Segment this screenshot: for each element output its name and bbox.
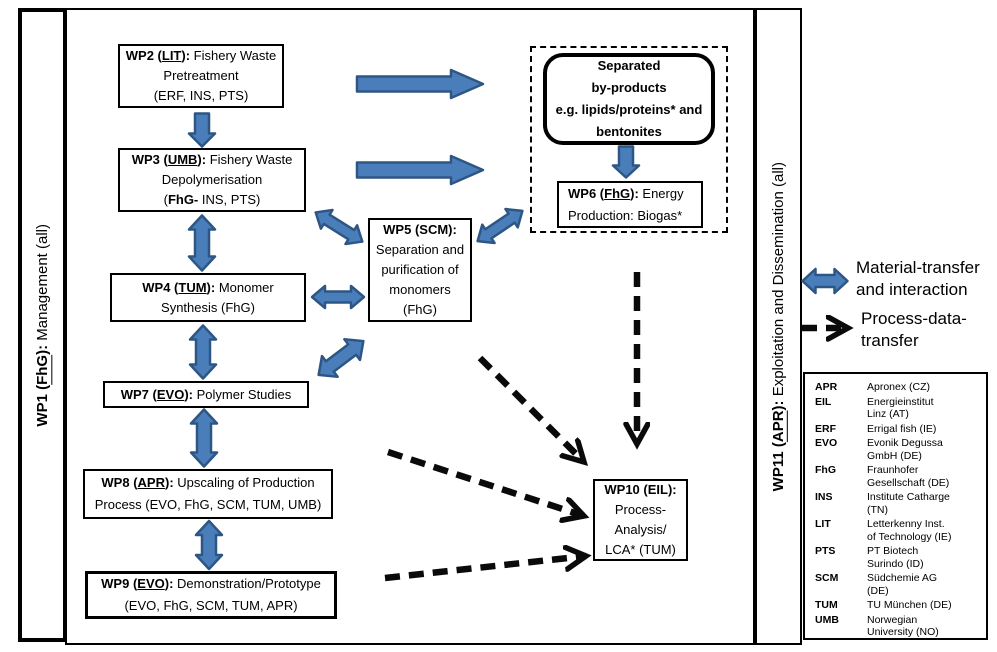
byproducts-line1: Separated	[597, 58, 661, 73]
wp3-line3: (FhG- INS, PTS)	[163, 192, 261, 207]
wp5-line5: (FhG)	[403, 302, 437, 317]
wp5-line2: Separation and	[375, 242, 465, 257]
wp10-title: WP10 (EIL):	[604, 482, 677, 497]
legend-material-label: Material-transfer and interaction	[856, 258, 980, 299]
wp8-line2: Process (EVO, FhG, SCM, TUM, UMB)	[94, 497, 322, 512]
wp6-line2: Production: Biogas*	[568, 207, 683, 223]
box-wp2: WP2 (LIT): Fishery Waste Pretreatment (E…	[118, 44, 284, 108]
box-wp10: WP10 (EIL): Process- Analysis/ LCA* (TUM…	[593, 479, 688, 561]
sidebar-wp11: WP11 (APR): Exploitation and Disseminati…	[755, 8, 802, 645]
box-wp5: WP5 (SCM): Separation and purification o…	[368, 218, 472, 322]
wp4-line2: Synthesis (FhG)	[161, 299, 255, 315]
wp11-label: WP11 (APR): Exploitation and Disseminati…	[770, 161, 787, 492]
wp9-line2: (EVO, FhG, SCM, TUM, APR)	[124, 598, 298, 613]
wp5-line3: purification of	[381, 262, 459, 277]
byproducts-line3: e.g. lipids/proteins* and	[555, 102, 703, 117]
wp2-title: WP2 (LIT): Fishery Waste	[125, 48, 277, 63]
box-wp6: WP6 (FhG): Energy Production: Biogas*	[557, 181, 703, 228]
wp5-line4: monomers	[389, 282, 451, 297]
wp4-title: WP4 (TUM): Monomer	[142, 279, 274, 295]
box-wp9: WP9 (EVO): Demonstration/Prototype (EVO,…	[85, 571, 337, 619]
wp7-title: WP7 (EVO): Polymer Studies	[120, 386, 292, 402]
wp10-line4: LCA* (TUM)	[605, 542, 676, 557]
wp9-title: WP9 (EVO): Demonstration/Prototype	[101, 576, 321, 591]
box-wp7: WP7 (EVO): Polymer Studies	[103, 381, 309, 408]
wp3-line2: Depolymerisation	[161, 172, 263, 187]
wp5-title: WP5 (SCM):	[383, 222, 457, 237]
wp6-title: WP6 (FhG): Energy	[568, 185, 684, 201]
box-wp8: WP8 (APR): Upscaling of Production Proce…	[83, 469, 333, 519]
wp8-title: WP8 (APR): Upscaling of Production	[101, 475, 315, 490]
sidebar-wp1: WP1 (FhG): Management (all)	[18, 8, 67, 642]
legend-material-transfer-arrow-icon	[801, 267, 849, 295]
box-wp3: WP3 (UMB): Fishery Waste Depolymerisatio…	[118, 148, 306, 212]
wp1-label: WP1 (FhG): Management (all)	[34, 223, 51, 427]
wp2-line2: Pretreatment	[163, 68, 239, 83]
wp2-line3: (ERF, INS, PTS)	[153, 88, 249, 103]
wp3-title: WP3 (UMB): Fishery Waste	[131, 152, 293, 167]
byproducts-line4: bentonites	[596, 124, 662, 139]
box-wp4: WP4 (TUM): Monomer Synthesis (FhG)	[110, 273, 306, 322]
wp10-line2: Process-	[614, 502, 667, 517]
byproducts-dashed-frame	[530, 46, 728, 233]
wp10-line3: Analysis/	[614, 522, 667, 537]
legend-process-label: Process-data- transfer	[861, 309, 967, 350]
box-byproducts: Separated by-products e.g. lipids/protei…	[543, 53, 715, 145]
byproducts-line2: by-products	[591, 80, 667, 95]
